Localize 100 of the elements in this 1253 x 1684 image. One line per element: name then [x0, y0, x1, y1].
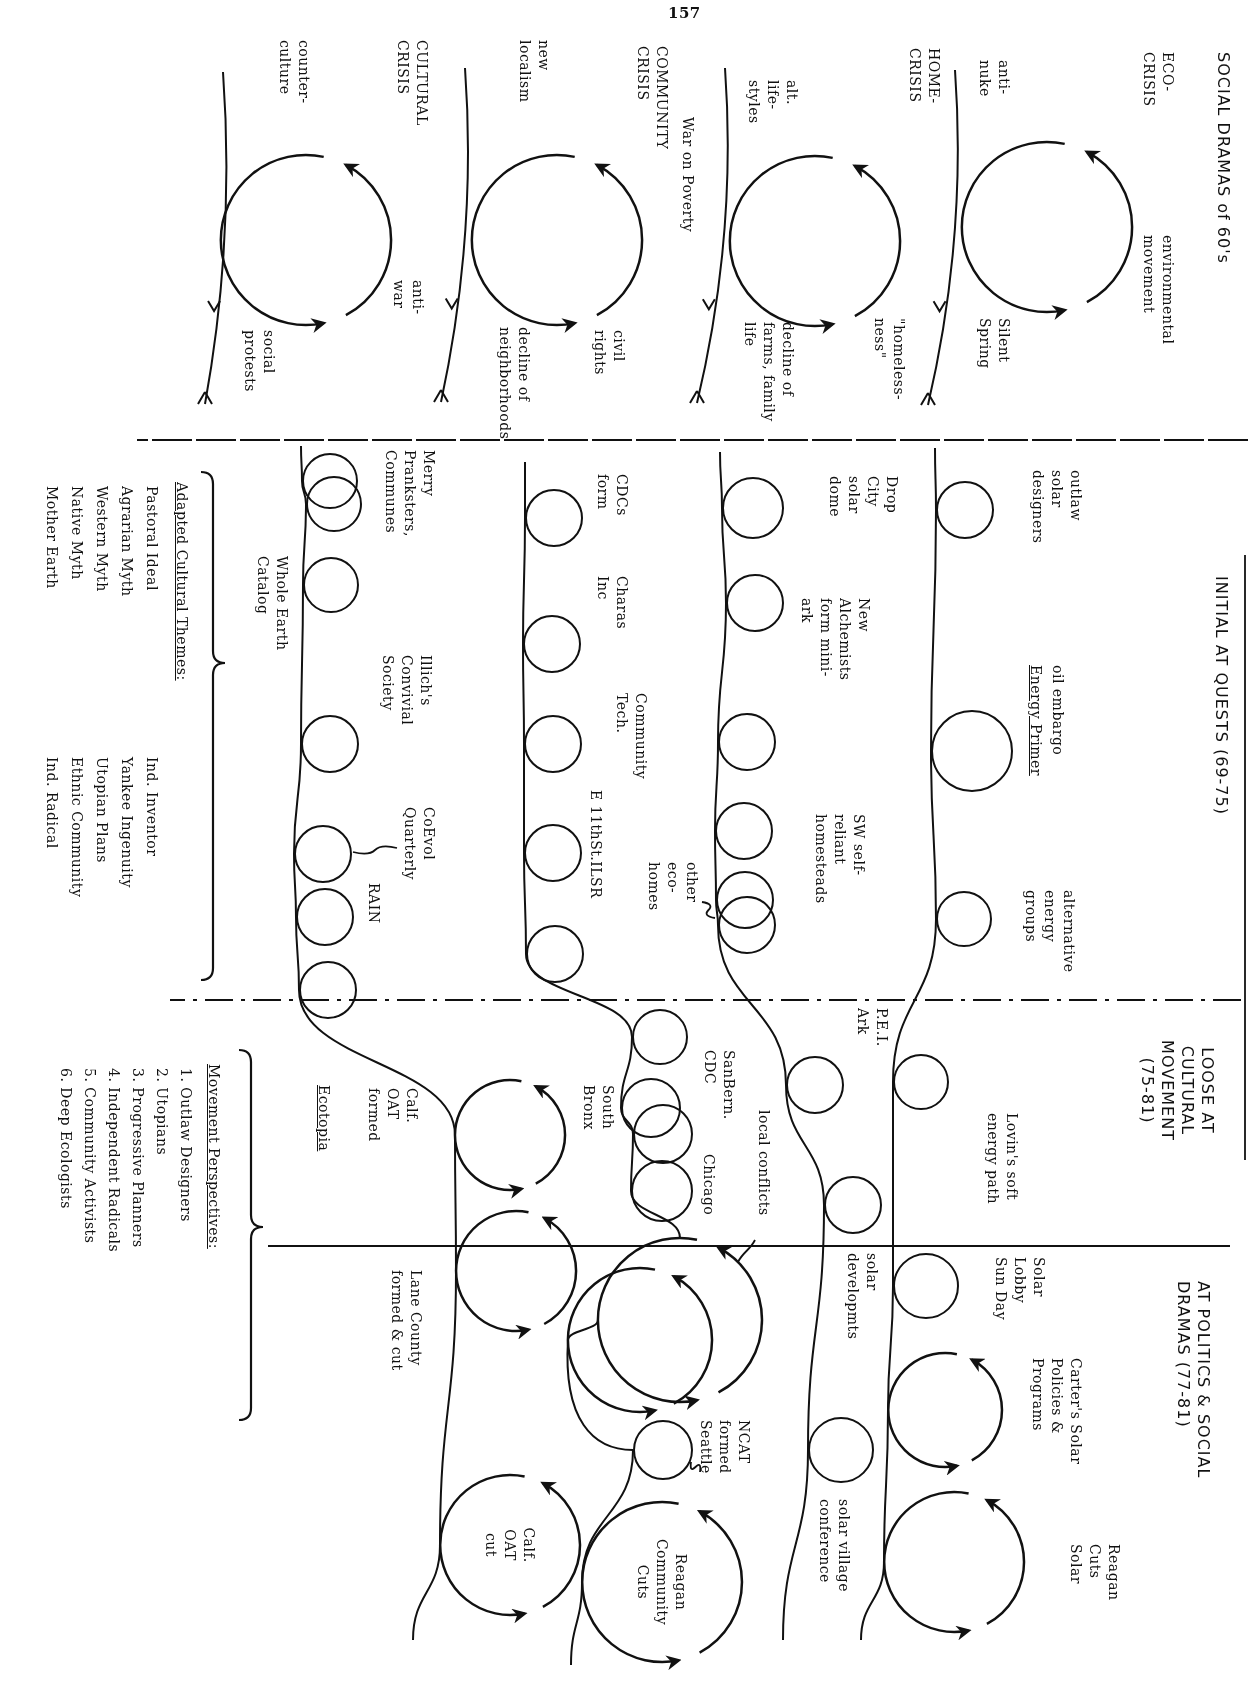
list-item: Pastoral Ideal — [143, 486, 161, 591]
annotation-text: Chicago — [700, 1154, 718, 1218]
annotation-text: NCAT formed Seattle — [697, 1420, 753, 1474]
strand-line — [934, 447, 937, 511]
annotation-text: Reagan Cuts Solar — [1067, 1544, 1123, 1601]
annotation-text: counter- culture — [276, 40, 313, 104]
strand-line — [714, 741, 719, 832]
annotation-text: other eco-homes — [645, 862, 701, 911]
list-item: Mother Earth — [43, 486, 61, 589]
strand-line — [785, 1084, 825, 1206]
column-heading: SOCIAL DRAMAS of 60's — [1213, 52, 1233, 264]
circle-node — [525, 489, 583, 547]
column-heading: LOOSE AT CULTURAL MOVEMENT (75-81) — [1137, 1039, 1217, 1143]
strand-line — [620, 1036, 633, 1109]
strand-line — [301, 480, 307, 505]
strand-line — [717, 924, 787, 1086]
annotation-text: Community Tech. — [613, 693, 650, 780]
circle-node — [893, 1253, 959, 1319]
annotation-text: anti- war — [390, 280, 427, 315]
annotation-text: New Alchemists form mini- ark — [798, 598, 873, 683]
annotation-text: RAIN — [365, 883, 383, 924]
circle-node — [715, 802, 773, 860]
annotation-text: P.E.I. Ark — [854, 1008, 891, 1047]
node-text: Calf. OAT cut — [482, 1527, 539, 1563]
strand-line — [630, 1133, 634, 1192]
strand-line — [522, 517, 526, 645]
annotation-text: Charas Inc — [594, 576, 631, 630]
circle-node — [301, 715, 359, 773]
circle-node — [296, 888, 354, 946]
list-item: Utopian Plans — [93, 757, 111, 864]
strand-line — [300, 584, 304, 745]
underlined-label: Ecotopia — [315, 1085, 333, 1152]
annotation-text: ECO- CRISIS — [1140, 52, 1177, 107]
strand-line — [567, 1319, 599, 1341]
annotation-text: environmental movement — [1140, 235, 1177, 345]
annotation-text: War on Poverty — [679, 117, 697, 235]
strand-line — [524, 461, 526, 519]
annotation-text: oil embargo — [1049, 665, 1067, 758]
circle-node — [302, 453, 358, 509]
circle-node — [893, 1054, 949, 1110]
circle-node — [633, 1420, 693, 1480]
strand-line — [302, 503, 307, 586]
annotation-text: new localism — [516, 40, 553, 103]
list-heading: Adapted Cultural Themes: — [173, 482, 191, 681]
strand-line — [782, 1449, 809, 1641]
list-item: Yankee Ingenuity — [118, 757, 136, 888]
annotation-text: E 11thSt.ILSR — [587, 790, 605, 901]
list-item: 4. Independent Radicals — [105, 1068, 123, 1253]
column-heading: INITIAL AT QUESTS (69-75) — [1211, 576, 1231, 815]
circle-node — [303, 557, 359, 613]
circle-node — [726, 574, 784, 632]
annotation-text: SW self- reliant homesteads — [812, 814, 868, 904]
annotation-text: alternative energy groups — [1022, 890, 1078, 973]
annotation-text: solar developmts — [844, 1253, 881, 1340]
strand-line — [892, 918, 937, 1083]
annotation-text: Silent Spring — [976, 318, 1013, 369]
annotation-text: Whole Earth Catalog — [254, 556, 291, 653]
strand-line — [523, 743, 525, 854]
annotation-text: SanBern. CDC — [701, 1050, 738, 1120]
annotation-text: COMMUNITY CRISIS — [634, 46, 671, 150]
list-item: Western Myth — [93, 486, 111, 592]
annotation-text: CDCs form — [594, 474, 631, 516]
circle-node — [936, 891, 992, 947]
circle-node — [718, 713, 776, 771]
annotation-text: HOME- CRISIS — [906, 48, 943, 104]
annotation-text: CoEvol Quarterly — [401, 807, 438, 880]
circle-node — [824, 1176, 882, 1234]
annotation-text: social protests — [241, 330, 278, 392]
circle-node — [633, 1104, 693, 1164]
page-number: 157 — [668, 4, 701, 23]
strand-line — [293, 853, 297, 918]
strand-line — [295, 916, 300, 991]
annotation-text: Lane County formed & cut — [388, 1270, 425, 1373]
strand-line — [807, 1204, 825, 1451]
annotation-text: Calf. OAT formed — [365, 1088, 421, 1142]
annotation-text: solar village conference — [816, 1499, 853, 1594]
circle-node — [631, 1160, 693, 1222]
circle-node — [621, 1078, 681, 1138]
circle-node — [722, 477, 784, 539]
strand-line — [719, 451, 723, 509]
circle-node — [524, 824, 582, 882]
list-item: 6. Deep Ecologists — [57, 1068, 75, 1209]
annotation-text: local conflicts — [755, 1110, 773, 1218]
annotation-text: South Bronx — [580, 1085, 617, 1130]
circle-node — [526, 925, 584, 983]
strand-line — [293, 743, 302, 855]
list-item: 3. Progressive Planners — [129, 1068, 147, 1248]
list-item: Agrarian Myth — [118, 486, 136, 597]
annotation-text: Lovin's soft energy path — [984, 1113, 1021, 1207]
circle-node — [632, 1009, 688, 1065]
annotation-text: anti- nuke — [976, 60, 1013, 97]
circle-node — [808, 1417, 874, 1483]
strand-line — [930, 750, 937, 920]
column-heading: AT POLITICS & SOCIAL DRAMAS (77-81) — [1173, 1281, 1213, 1481]
list-item: Ethnic Community — [68, 757, 86, 898]
strand-line — [717, 602, 727, 743]
annotation-text: Solar Lobby Sun Day — [992, 1257, 1048, 1323]
circle-node — [523, 615, 581, 673]
circle-node — [716, 871, 774, 929]
circle-node — [294, 825, 352, 883]
